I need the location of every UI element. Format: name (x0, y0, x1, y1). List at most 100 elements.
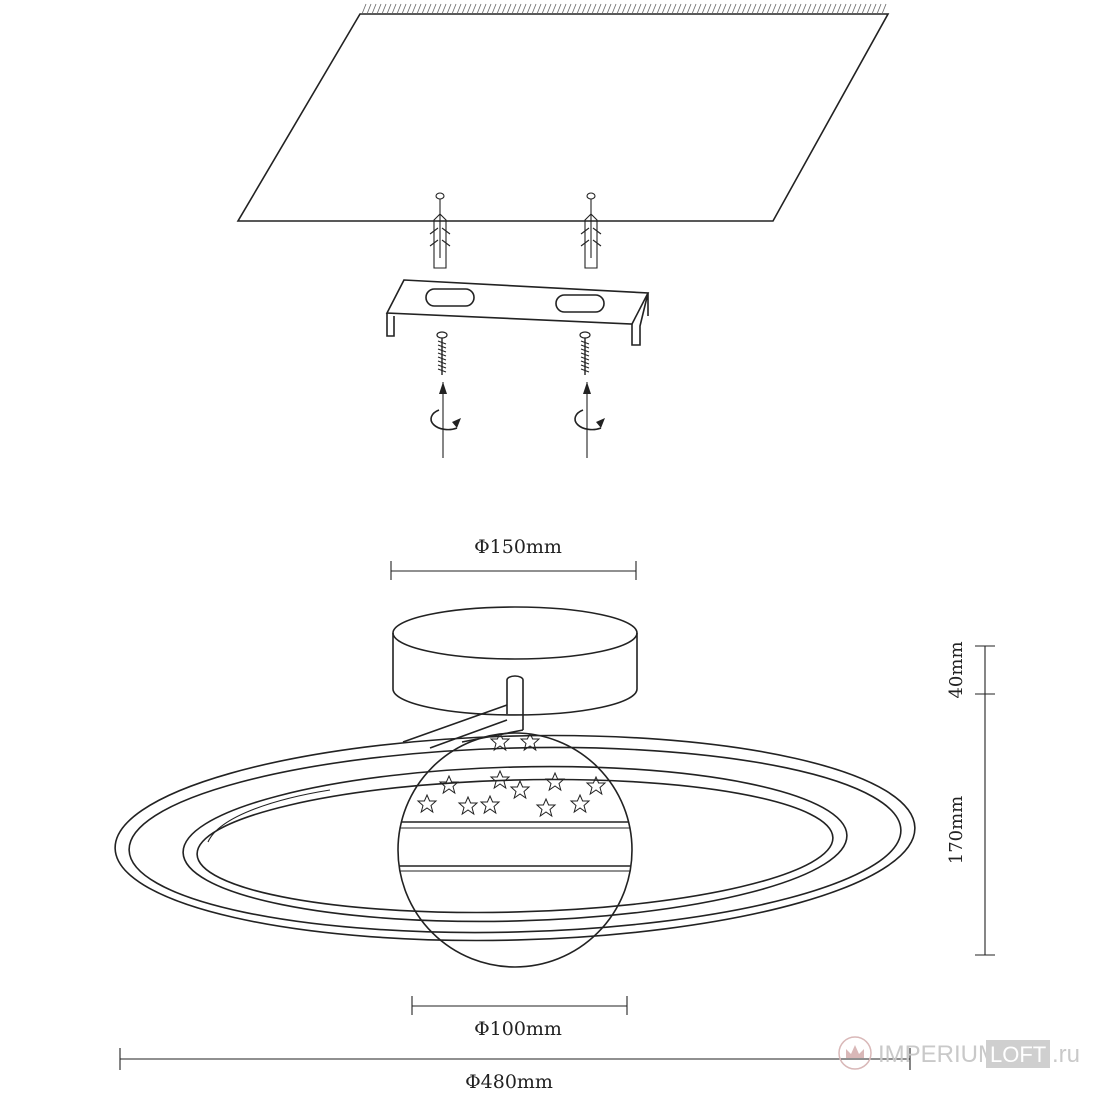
watermark-brand-1: IMPERIUM (878, 1041, 998, 1068)
ceiling-hatch-mark (751, 3, 757, 15)
ceiling-hatch-mark (761, 3, 767, 15)
watermark-domain: .ru (1052, 1041, 1080, 1068)
watermark-loft-badge (986, 1040, 1050, 1068)
ceiling-hatch-mark (426, 3, 432, 15)
ceiling-hatch-mark (696, 3, 702, 15)
ceiling-hatch-mark (446, 3, 452, 15)
brand-watermark: IMPERIUM LOFT .ru (838, 1036, 1080, 1070)
ceiling-hatch-mark (546, 3, 552, 15)
ceiling-hatch-mark (581, 3, 587, 15)
ceiling-hatch-mark (386, 3, 392, 15)
screw-left (436, 331, 448, 376)
ceiling-hatch-mark (651, 3, 657, 15)
dimension-ring-diameter: Φ480mm (119, 1048, 911, 1093)
ceiling-hatch-mark (416, 3, 422, 15)
ceiling-hatch-mark (726, 3, 732, 15)
ceiling-hatch-mark (681, 3, 687, 15)
ceiling-hatch-mark (401, 3, 407, 15)
mounting-bracket (385, 279, 650, 346)
ceiling-hatch-mark (846, 3, 852, 15)
ceiling-hatch-mark (611, 3, 617, 15)
ceiling-hatch-mark (591, 3, 597, 15)
ceiling-hatch-mark (776, 3, 782, 15)
ceiling-hatch-mark (741, 3, 747, 15)
body-height-label: 170mm (946, 796, 967, 865)
ceiling-hatch-mark (396, 3, 402, 15)
ceiling-hatch-mark (791, 3, 797, 15)
crown-logo-icon (838, 1036, 872, 1070)
ceiling-hatch-mark (691, 3, 697, 15)
ceiling-hatch-mark (661, 3, 667, 15)
ceiling-hatch-mark (521, 3, 527, 15)
ceiling-hatch-mark (881, 3, 887, 15)
ceiling-hatch-mark (556, 3, 562, 15)
ceiling-hatch-mark (621, 3, 627, 15)
ceiling-hatch-mark (646, 3, 652, 15)
ceiling-hatch-mark (781, 3, 787, 15)
ceiling-hatch-mark (501, 3, 507, 15)
ceiling-hatch-mark (706, 3, 712, 15)
ceiling-plane (236, 3, 890, 222)
star-pattern (417, 733, 606, 817)
ceiling-hatch-mark (701, 3, 707, 15)
ceiling-hatch-mark (841, 3, 847, 15)
ceiling-hatch-mark (421, 3, 427, 15)
ceiling-hatch-mark (476, 3, 482, 15)
ceiling-hatch-mark (856, 3, 862, 15)
ceiling-hatch-mark (366, 3, 372, 15)
ceiling-hatch-mark (576, 3, 582, 15)
rotate-arrow-icon-left (430, 382, 461, 458)
ceiling-hatch-mark (736, 3, 742, 15)
ceiling-hatch-mark (716, 3, 722, 15)
dimension-globe-diameter: Φ100mm (411, 996, 628, 1040)
ceiling-hatch-mark (601, 3, 607, 15)
ceiling-hatch-mark (466, 3, 472, 15)
ceiling-hatch-mark (481, 3, 487, 15)
ceiling-hatch-mark (721, 3, 727, 15)
ceiling-hatch-mark (626, 3, 632, 15)
ceiling-hatch-mark (516, 3, 522, 15)
ceiling-hatch-mark (861, 3, 867, 15)
ceiling-hatch-mark (771, 3, 777, 15)
ceiling-hatch-mark (826, 3, 832, 15)
ceiling-hatch-mark (461, 3, 467, 15)
ceiling-hatch-mark (851, 3, 857, 15)
base-height-label: 40mm (946, 641, 967, 698)
ceiling-hatch-mark (361, 3, 367, 15)
ceiling-hatch-mark (456, 3, 462, 15)
ceiling-hatch-mark (631, 3, 637, 15)
wall-anchor-left (429, 192, 451, 269)
ceiling-hatch-mark (491, 3, 497, 15)
ceiling-hatch-mark (496, 3, 502, 15)
ceiling-hatch-mark (871, 3, 877, 15)
ceiling-hatch-mark (606, 3, 612, 15)
ceiling-hatch-mark (431, 3, 437, 15)
ceiling-hatch-mark (586, 3, 592, 15)
ceiling-hatch-mark (551, 3, 557, 15)
ceiling-hatch-mark (451, 3, 457, 15)
ceiling-hatch-mark (636, 3, 642, 15)
ceiling-hatch-mark (656, 3, 662, 15)
ceiling-hatch-mark (536, 3, 542, 15)
ceiling-hatch-mark (616, 3, 622, 15)
ceiling-hatch-mark (486, 3, 492, 15)
ceiling-hatch-mark (561, 3, 567, 15)
ceiling-hatch-mark (506, 3, 512, 15)
watermark-brand-2: LOFT (990, 1042, 1046, 1067)
screw-right (579, 331, 591, 376)
ceiling-hatch-mark (411, 3, 417, 15)
ceiling-hatch-mark (566, 3, 572, 15)
ceiling-hatch-mark (836, 3, 842, 15)
ceiling-hatch-mark (766, 3, 772, 15)
ceiling-hatch-mark (686, 3, 692, 15)
ceiling-hatch-mark (641, 3, 647, 15)
outer-ring (114, 734, 916, 942)
ceiling-hatch-mark (526, 3, 532, 15)
ceiling-hatch-mark (831, 3, 837, 15)
ceiling-hatch-mark (436, 3, 442, 15)
wall-anchor-right (580, 192, 602, 269)
ceiling-hatch-mark (666, 3, 672, 15)
ceiling-hatch-mark (756, 3, 762, 15)
ceiling-hatch-mark (596, 3, 602, 15)
